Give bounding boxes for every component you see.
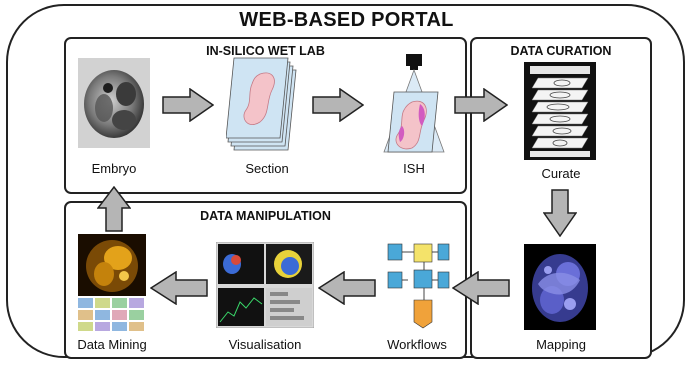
embryo-label: Embryo (91, 161, 137, 176)
visualisation-image (216, 242, 314, 328)
arrow-right-1 (162, 88, 214, 122)
embryo-image (78, 58, 150, 148)
arrow-left-1 (452, 271, 510, 305)
mapping-label: Mapping (536, 337, 586, 352)
workflows-label: Workflows (387, 337, 447, 352)
curate-label: Curate (541, 166, 581, 181)
arrow-right-2 (312, 88, 364, 122)
curation-title: DATA CURATION (510, 44, 612, 58)
arrow-right-3 (454, 88, 508, 122)
ish-label: ISH (403, 161, 425, 176)
curate-image (524, 62, 596, 160)
arrow-left-2 (318, 271, 376, 305)
section-stack-image (226, 56, 304, 152)
visualisation-label: Visualisation (228, 337, 302, 352)
section-label: Section (245, 161, 289, 176)
arrow-left-3 (150, 271, 208, 305)
manipulation-title: DATA MANIPULATION (200, 209, 331, 223)
wet-lab-title: IN-SILICO WET LAB (206, 44, 325, 58)
mapping-image (524, 244, 596, 330)
ish-scanner-image (378, 52, 450, 156)
arrow-up (97, 186, 131, 232)
arrow-down (543, 189, 577, 237)
data-mining-label: Data Mining (77, 337, 147, 352)
data-mining-image (78, 234, 146, 332)
portal-title: WEB-BASED PORTAL (239, 9, 454, 31)
workflows-image (386, 240, 450, 330)
